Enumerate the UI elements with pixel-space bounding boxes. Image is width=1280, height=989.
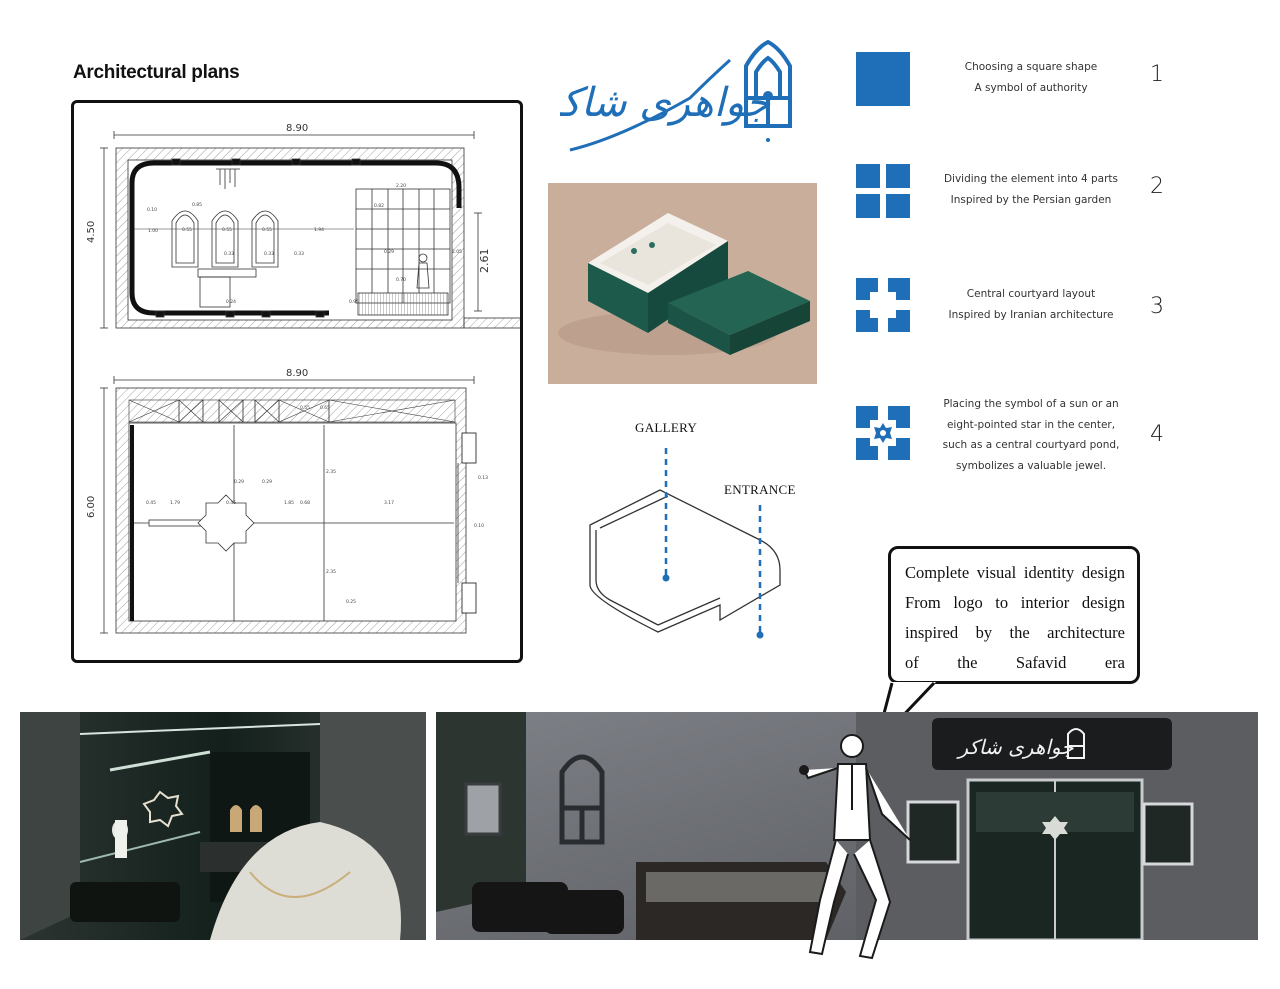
star-courtyard-icon (856, 406, 910, 460)
elev-dim: 2.05 (452, 249, 462, 255)
entrance-diagram: GALLERY ENTRANCE (570, 410, 820, 650)
elev-dim: 0.82 (374, 203, 384, 209)
logomark-icon (744, 39, 792, 128)
floor-dim: 0.25 (346, 599, 356, 605)
packaging-drawing (558, 213, 810, 355)
floor-dim: 0.45 (146, 500, 156, 506)
elev-dim: 0.33 (264, 251, 274, 257)
floor-dim: 1.85 (284, 500, 294, 506)
concept-description: Dividing the element into 4 parts Inspir… (943, 173, 1119, 206)
elev-dim: 2.20 (396, 183, 406, 189)
logo-wordmark: جواهری شاکر (560, 80, 771, 126)
elev-dim: 0.29 (384, 249, 394, 255)
bubble-line: Complete visual identity design (905, 563, 1125, 582)
logo-drawing: جواهری شاکر (535, 39, 792, 152)
floor-dim: 2.35 (326, 469, 336, 475)
elev-dim: 0.55 (222, 227, 232, 233)
floor-dim: 0.29 (262, 479, 272, 485)
bubble-line: inspired by the architecture (905, 623, 1125, 642)
concept-item-2: Dividing the element into 4 parts Inspir… (852, 160, 1182, 230)
concept-number: 1 (1150, 62, 1164, 87)
elev-dim: 1.94 (314, 227, 324, 233)
storefront-sign-text: جواهری شاکر (955, 735, 1074, 759)
solid-square-icon (856, 52, 910, 106)
plans-drawing: 8.90 4.50 2.61 8.90 6.00 0.10 1.00 0.85 … (86, 123, 520, 634)
packaging-photo (548, 183, 817, 384)
sign-logomark-icon (1067, 728, 1085, 759)
gallery-label: GALLERY (635, 420, 698, 435)
interior-render (20, 712, 426, 940)
elev-dim: 0.55 (262, 227, 272, 233)
axon-drawing (589, 448, 781, 639)
floor-dim: 0.13 (478, 475, 488, 481)
concept-description: Central courtyard layout Inspired by Ira… (948, 288, 1114, 321)
floor-dim: 0.65 (320, 405, 330, 411)
earring-icon (631, 248, 637, 254)
elev-dim: 0.95 (349, 299, 359, 305)
elev-dim: 0.33 (294, 251, 304, 257)
floor-width-label: 8.90 (286, 368, 308, 379)
elev-dim: 0.85 (192, 202, 202, 208)
floor-dim: 1.79 (170, 500, 180, 506)
elevation-width-label: 8.90 (286, 123, 308, 134)
concept-item-1: Choosing a square shape A symbol of auth… (852, 48, 1182, 118)
concept-number: 2 (1150, 174, 1164, 199)
floor-dim: 0.29 (234, 479, 244, 485)
bubble-line: of the Safavid era (905, 653, 1125, 672)
concept-description: Choosing a square shape A symbol of auth… (964, 61, 1098, 94)
elev-dim: 0.70 (396, 277, 406, 283)
bubble-line: From logo to interior design (905, 593, 1125, 612)
courtyard-icon (856, 278, 910, 332)
architectural-plans-frame: 8.90 4.50 2.61 8.90 6.00 0.10 1.00 0.85 … (71, 100, 523, 663)
walking-man-figure (799, 734, 911, 960)
floor-dim: 0.45 (226, 500, 236, 506)
brand-logo: جواهری شاکر (535, 38, 810, 156)
four-squares-icon (856, 164, 910, 218)
elevation-height-label: 4.50 (86, 221, 97, 243)
floor-dim: 0.55 (300, 405, 310, 411)
wall-logomark-icon (559, 754, 605, 845)
elev-dim: 1.00 (148, 228, 158, 234)
floor-dim: 2.35 (326, 569, 336, 575)
floor-height-label: 6.00 (86, 496, 97, 518)
concept-item-4: Placing the symbol of a sun or an eight-… (852, 396, 1182, 472)
concept-list: Choosing a square shape A symbol of auth… (852, 48, 1182, 488)
earring-icon (649, 242, 655, 248)
elev-dim: 0.10 (147, 207, 157, 213)
concept-item-3: Central courtyard layout Inspired by Ira… (852, 274, 1182, 344)
concept-number: 3 (1150, 294, 1164, 319)
elev-dim: 0.55 (182, 227, 192, 233)
interior-render-drawing (20, 712, 426, 940)
architectural-plans-heading: Architectural plans (73, 62, 240, 83)
floor-dim: 0.68 (300, 500, 310, 506)
floor-dim: 3.17 (384, 500, 394, 506)
elev-dim: 0.24 (226, 299, 236, 305)
concept-number: 4 (1150, 422, 1164, 447)
elevation-side-label: 2.61 (478, 249, 491, 274)
concept-description: Placing the symbol of a sun or an eight-… (942, 398, 1120, 472)
entrance-label: ENTRANCE (724, 482, 796, 497)
elev-dim: 0.33 (224, 251, 234, 257)
speech-bubble: Complete visual identity design From log… (888, 546, 1140, 684)
floor-dim: 0.10 (474, 523, 484, 529)
